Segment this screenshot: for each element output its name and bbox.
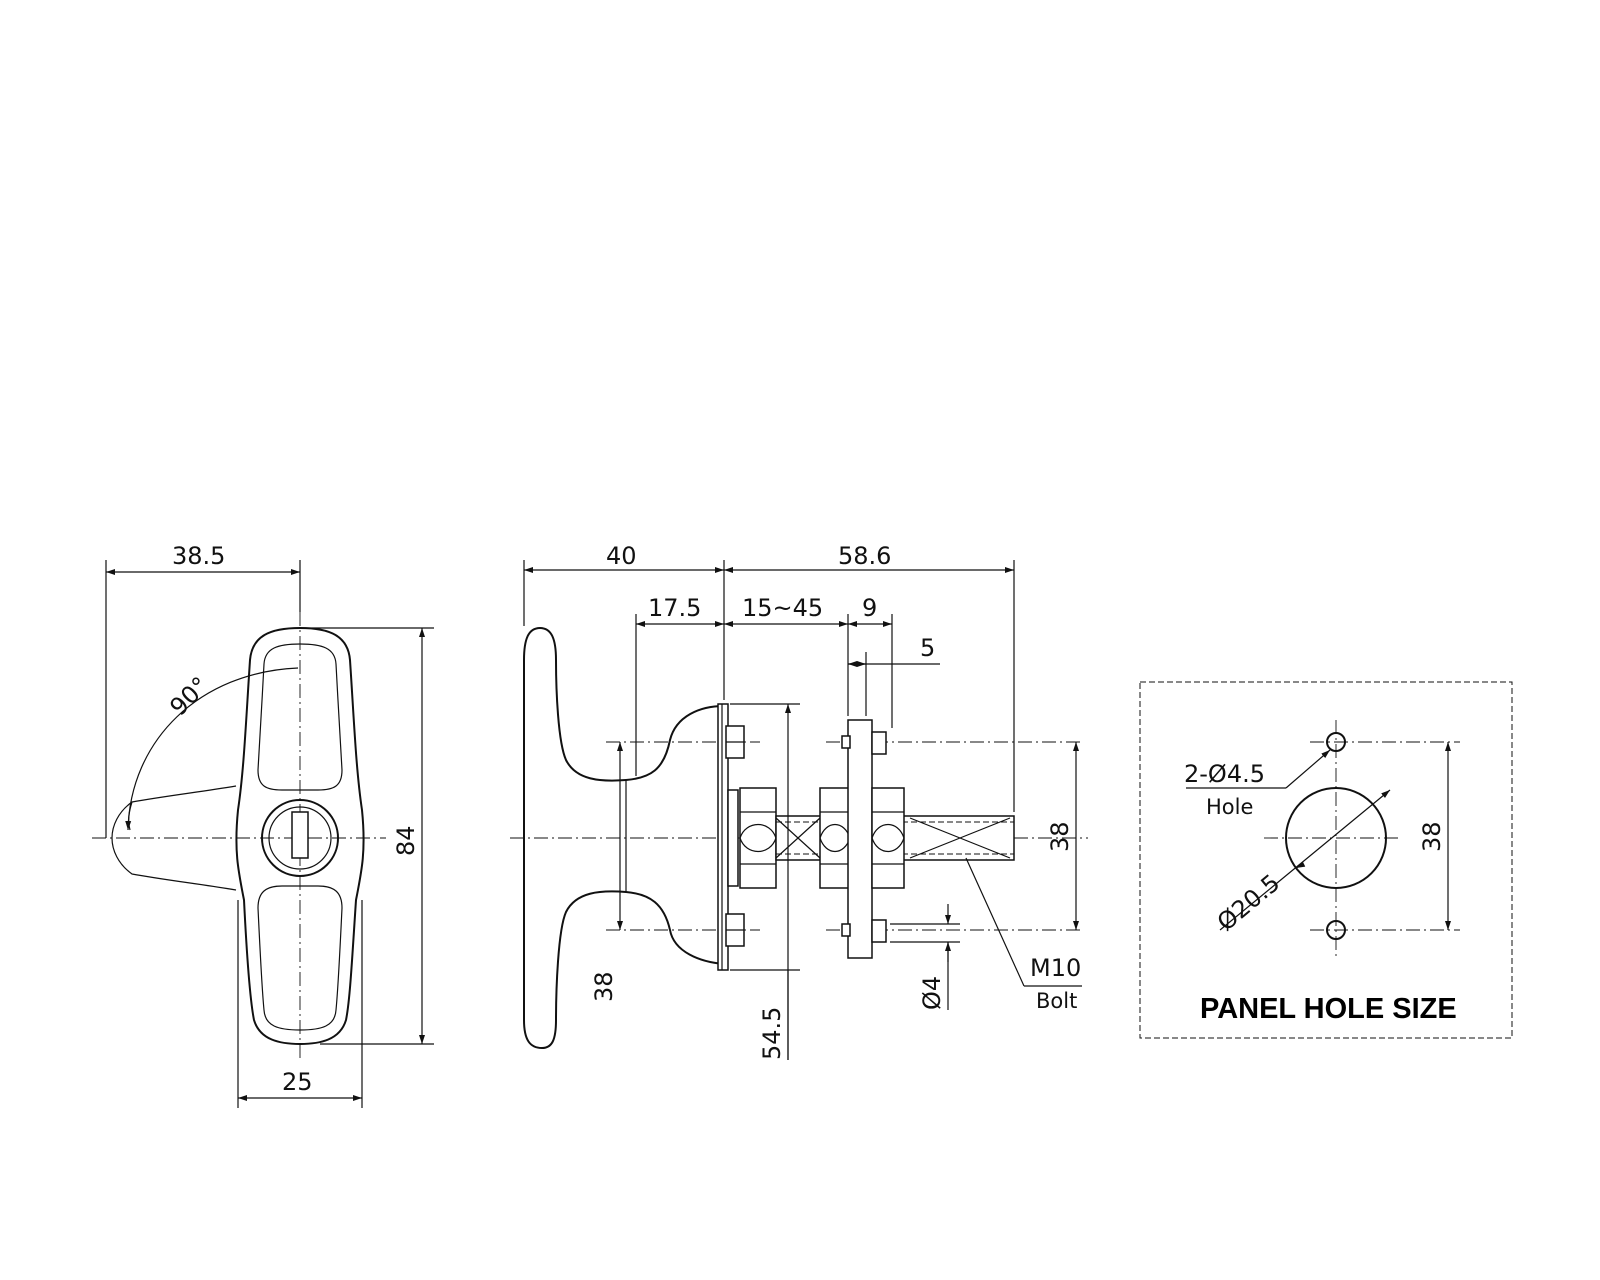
lock-cylinder [261,799,339,877]
hole-spec-label: 2-Ø4.5 [1184,760,1265,788]
upper-recess [257,643,343,791]
hex-nut-3 [871,787,905,889]
rotation-arc [125,667,299,831]
lower-recess [257,885,343,1031]
cam-plate [847,719,873,959]
spacing-label: 38 [1418,821,1446,852]
dim-54-5-label: 54.5 [758,1007,786,1060]
dim-38-right-label: 38 [1046,821,1074,852]
dim-width-label: 38.5 [172,542,225,570]
rotated-handle-ghost [111,785,237,891]
angle-label: 90° [164,671,214,721]
hex-nut-1 [739,787,777,889]
panel-hole-view: 2-Ø4.5 Hole Ø20.5 38 PANEL HOLE SIZE [1139,681,1513,1039]
small-hole-top [1326,732,1346,752]
dim-5-label: 5 [920,634,935,662]
hex-nut-2 [819,787,851,889]
diameter-label: Ø20.5 [1212,869,1285,937]
dim-base-label: 25 [282,1068,313,1096]
bolt-label: Bolt [1036,989,1077,1013]
dim-height-label: 84 [392,825,420,856]
side-view: 40 58.6 17.5 15~45 9 5 38 38 54.5 [510,542,1088,1060]
front-view: 90° 38.5 84 25 [92,542,434,1108]
panel-border [1139,681,1513,1039]
dim-9-label: 9 [862,594,877,622]
dim-handle-label: 40 [606,542,637,570]
dim-grip-label: 15~45 [742,594,823,622]
hole-label: Hole [1206,795,1253,819]
small-hole-bottom [1326,920,1346,940]
dim-38-left-label: 38 [590,971,618,1002]
dim-d4-label: Ø4 [918,976,946,1010]
dim-17-5-label: 17.5 [648,594,701,622]
panel-title: PANEL HOLE SIZE [1200,993,1457,1025]
bolt-size-label: M10 [1030,954,1081,982]
key-slot [291,811,309,859]
handle-profile [523,626,725,1050]
dim-total-label: 58.6 [838,542,891,570]
main-hole [1285,787,1387,889]
handle-outline [235,626,365,1046]
